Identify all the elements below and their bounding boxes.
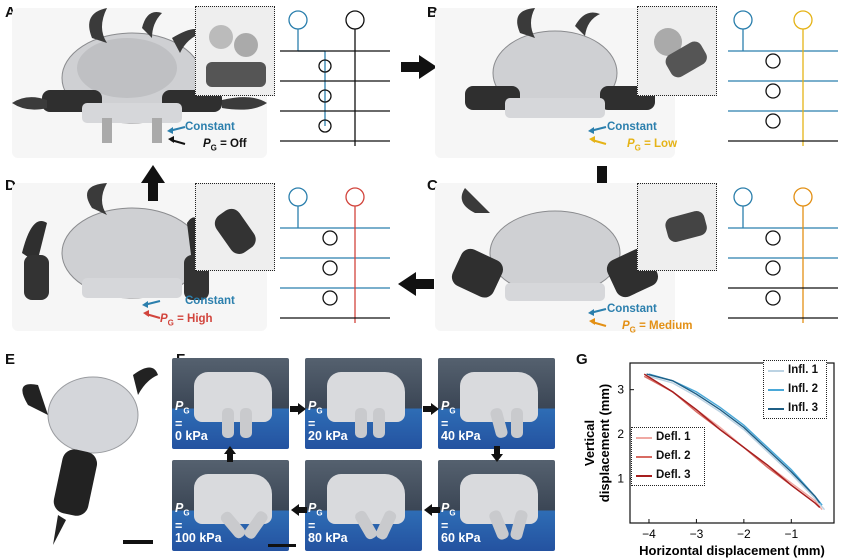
circuit-diagram-b xyxy=(728,10,838,146)
x-tick-label-3: −1 xyxy=(784,527,798,541)
constant-label-a: Constant xyxy=(185,121,235,133)
y-tick-label-2: 3 xyxy=(617,383,624,397)
robot-illustration-a xyxy=(12,8,267,143)
legend-item-defl-3: Defl. 3 xyxy=(632,466,704,485)
series-line-infl-1 xyxy=(648,375,826,511)
up-arrow-icon xyxy=(141,165,165,201)
constant-label-c: Constant xyxy=(607,303,657,315)
circuit-diagram-a xyxy=(280,10,390,146)
inset-detail-a xyxy=(195,6,275,96)
scale-bar-f xyxy=(268,544,296,547)
seq-arrow-right-icon-2 xyxy=(423,403,439,415)
y-tick-label-0: 1 xyxy=(617,472,624,486)
legend-item-defl-2: Defl. 2 xyxy=(632,447,704,466)
constant-label-b: Constant xyxy=(607,121,657,133)
seq-arrow-left-icon-1 xyxy=(424,504,440,516)
panel-label-g: G xyxy=(576,351,588,368)
seq-arrow-left-icon-2 xyxy=(291,504,307,516)
inset-detail-c xyxy=(637,183,717,271)
legend-item-infl-2: Infl. 2 xyxy=(764,380,826,399)
robot-photo-e xyxy=(22,367,158,545)
pg-label-a: PG = Off xyxy=(203,138,247,153)
panel-label-a: A xyxy=(5,4,16,21)
label-arrows-d xyxy=(142,300,161,319)
x-axis-label: Horizontal displacement (mm) xyxy=(639,543,825,558)
label-arrows-b xyxy=(588,126,607,145)
legend-inflation: Infl. 1 Infl. 2 Infl. 3 xyxy=(763,360,827,419)
seq-arrow-down-icon xyxy=(491,446,503,462)
x-tick-label-0: −4 xyxy=(642,527,656,541)
right-arrow-icon xyxy=(401,55,437,79)
sequence-frame-5: PG=100 kPa xyxy=(172,460,289,551)
pg-label-c: PG = Medium xyxy=(622,320,693,335)
robot-illustration-d xyxy=(22,183,209,300)
series-line-infl-3 xyxy=(646,373,821,504)
pg-label-b: PG = Low xyxy=(627,138,678,153)
circuit-diagram-d xyxy=(280,187,390,323)
panel-label-c: C xyxy=(427,177,438,194)
constant-label-d: Constant xyxy=(185,295,235,307)
circuit-diagram-c xyxy=(728,187,838,323)
robot-illustration-b xyxy=(465,8,655,118)
plot-frame xyxy=(629,362,835,524)
panel-label-d: D xyxy=(5,177,16,194)
label-arrows-a xyxy=(167,126,186,145)
inset-detail-b xyxy=(637,6,717,96)
robot-render-b xyxy=(435,8,675,158)
sequence-frame-1: PG=20 kPa xyxy=(305,358,422,449)
y-tick-label-1: 2 xyxy=(617,427,624,441)
legend-item-infl-3: Infl. 3 xyxy=(764,399,826,418)
seq-arrow-up-icon xyxy=(224,446,236,462)
pg-label-d: PG = High xyxy=(160,313,213,328)
legend-item-infl-1: Infl. 1 xyxy=(764,361,826,380)
panel-label-b: B xyxy=(427,4,438,21)
sequence-frame-2: PG=40 kPa xyxy=(438,358,555,449)
sequence-frame-0: PG=0 kPa xyxy=(172,358,289,449)
x-tick-label-2: −2 xyxy=(737,527,751,541)
panel-label-e: E xyxy=(5,351,16,368)
legend-deflation: Defl. 1 Defl. 2 Defl. 3 xyxy=(631,427,705,486)
robot-render-c xyxy=(435,183,675,331)
x-tick-label-1: −3 xyxy=(690,527,704,541)
left-arrow-icon xyxy=(398,272,434,296)
inset-detail-d xyxy=(195,183,275,271)
y-axis-label: Verticaldisplacement (mm) xyxy=(582,384,612,502)
legend-item-defl-1: Defl. 1 xyxy=(632,428,704,447)
label-arrows-c xyxy=(588,308,607,327)
sequence-frame-4: PG=80 kPa xyxy=(305,460,422,551)
series-line-defl-3 xyxy=(643,373,821,508)
sequence-frame-3: PG=60 kPa xyxy=(438,460,555,551)
robot-illustration-c xyxy=(451,188,659,301)
seq-arrow-right-icon-1 xyxy=(290,403,306,415)
